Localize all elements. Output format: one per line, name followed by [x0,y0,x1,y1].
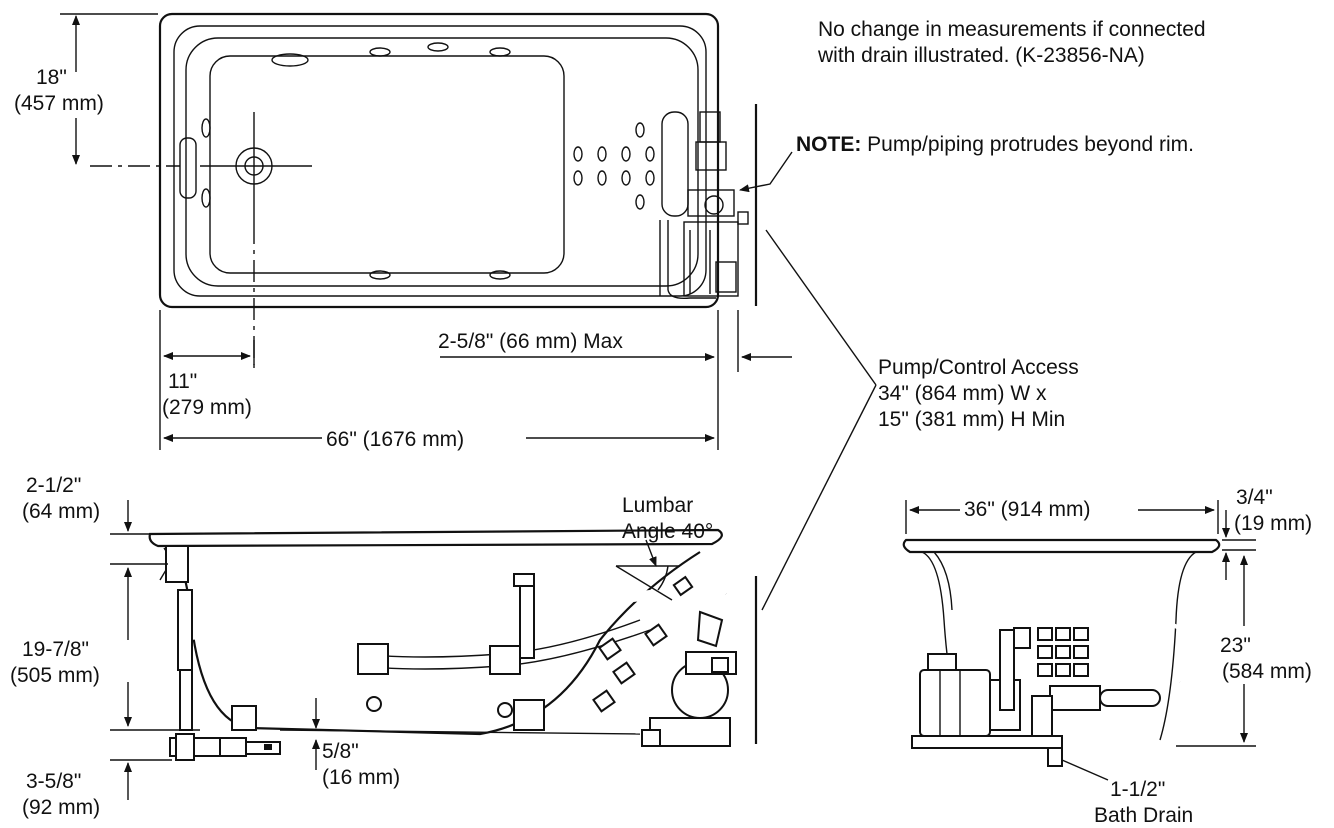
pump-note-text: Pump/piping protrudes beyond rim. [861,133,1195,156]
pump-motor-end [911,629,1161,749]
drain-note-line-2: with drain illustrated. (K-23856-NA) [818,44,1145,67]
access-leader-top [765,229,877,386]
side-view [110,500,758,800]
end-rim [902,538,1221,554]
pump-assembly-top [659,111,749,300]
dim-depth-value: 19-7/8" [22,638,89,661]
jet [369,47,391,57]
tub-rim-outline [158,12,720,309]
dim-rim-metric: (64 mm) [22,500,101,523]
dim-floor-value: 5/8" [322,740,359,763]
dim-protrusion-value: 2-5/8" (66 mm) Max [438,330,623,353]
tub-deck-outline [173,25,707,297]
drain-size-value: 1-1/2" [1110,778,1166,801]
pump-note: NOTE: Pump/piping protrudes beyond rim. [796,133,1194,157]
end-jets [1013,627,1089,677]
pump-note-bold: NOTE: [796,133,862,156]
jet [201,118,211,138]
dim-rim-thickness-metric: (19 mm) [1234,512,1313,535]
dim-end-width-value: 36" (914 mm) [964,498,1091,521]
dim-11-metric: (279 mm) [162,396,252,419]
pump-motor-side [641,610,737,747]
jet [369,270,391,280]
jet-body [357,643,389,675]
tub-basin-floor [209,55,565,274]
dim-end-height-metric: (584 mm) [1222,660,1312,683]
lumbar-angle: Angle 40° [622,520,714,543]
dim-end-height-value: 23" [1220,634,1251,657]
dim-11-value: 11" [168,370,198,393]
jet [427,42,449,52]
note-leader [739,151,793,193]
access-line-2: 34" (864 mm) W x [878,382,1047,405]
side-rim [148,528,723,548]
dim-base-metric: (92 mm) [22,796,101,819]
dim-floor-metric: (16 mm) [322,766,401,789]
jet [201,188,211,208]
access-line-3: 15" (381 mm) H Min [878,408,1066,431]
dim-rim-thickness-value: 3/4" [1236,486,1273,509]
grab-handle [179,137,197,199]
dim-18-value: 18" [36,66,67,89]
drain-leader [1061,759,1109,781]
lumbar-label: Lumbar [622,494,694,517]
dim-66-value: 66" (1676 mm) [326,428,465,451]
tub-basin-outer [185,37,699,287]
dim-rim-value: 2-1/2" [26,474,82,497]
lumbar-jets [592,575,694,713]
back-jets [573,122,655,210]
access-leader-side [761,384,877,611]
pillow [271,53,309,67]
jet [489,270,511,280]
jet [489,47,511,57]
access-line-1: Pump/Control Access [878,356,1079,379]
dim-depth-metric: (505 mm) [10,664,100,687]
dim-18-metric: (457 mm) [14,92,104,115]
drain-size-label: Bath Drain [1094,804,1194,827]
top-view [60,12,792,450]
dim-base-value: 3-5/8" [26,770,82,793]
lumbar-cushion [661,111,689,217]
drain-note-line-1: No change in measurements if connected [818,18,1206,41]
end-view [902,500,1256,781]
jet-body [489,645,521,675]
